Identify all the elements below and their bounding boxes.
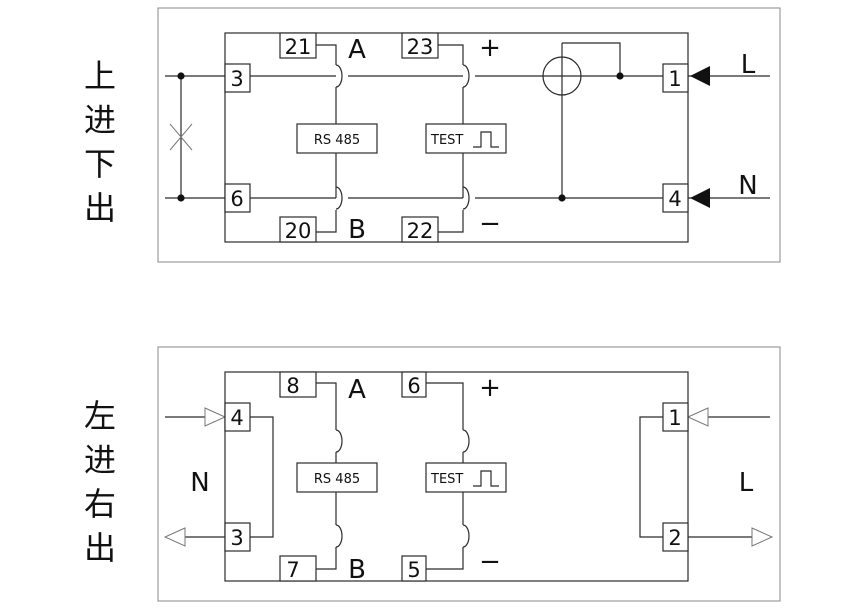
top-rs485-label: RS 485 — [314, 133, 360, 148]
bottom-diagram: 左 进 右 出 RS 485 TEST 4 3 — [84, 346, 781, 602]
top-side-char-1: 上 — [84, 57, 116, 95]
top-plus-sign: + — [479, 33, 501, 63]
top-arrow-in-l-icon — [690, 66, 710, 86]
top-crossover-icon — [335, 64, 343, 88]
bottom-terminal-7-label: 7 — [286, 558, 299, 582]
top-terminal-4 — [662, 183, 689, 213]
top-terminal-23-label: 23 — [407, 35, 434, 59]
bottom-terminal-1-label: 1 — [668, 406, 681, 430]
top-node — [177, 72, 185, 80]
bottom-signal-b: B — [348, 555, 366, 585]
top-node — [177, 194, 185, 202]
bottom-arrow-out-l-icon — [751, 527, 774, 547]
top-terminal-6 — [224, 183, 251, 213]
top-test-box — [425, 123, 507, 154]
top-test-label: TEST — [430, 133, 463, 148]
bottom-terminal-5 — [401, 555, 427, 582]
bottom-test-box — [425, 462, 507, 493]
top-crossover-icon — [462, 186, 470, 210]
top-side-char-3: 下 — [84, 145, 116, 183]
bottom-n-loop — [250, 416, 274, 538]
top-arrow-in-n-icon — [690, 188, 710, 208]
bottom-rs485-label: RS 485 — [314, 472, 360, 487]
top-cross-mark-icon — [169, 123, 193, 151]
top-terminal-21-label: 21 — [285, 35, 312, 59]
bottom-crossover-icon — [335, 524, 343, 548]
top-terminal-20-label: 20 — [285, 219, 312, 243]
top-side-char-4: 出 — [84, 189, 116, 227]
bottom-terminal-6 — [401, 371, 427, 398]
bottom-terminal-3-label: 3 — [230, 526, 243, 550]
bottom-crossover-icon — [335, 429, 343, 453]
bottom-terminal-8 — [279, 371, 317, 398]
top-terminal-3-label: 3 — [230, 67, 243, 91]
top-terminal-20 — [279, 216, 317, 243]
bottom-terminal-7 — [279, 555, 317, 582]
top-line-n-label: N — [738, 171, 757, 201]
bottom-pulse-icon — [473, 470, 499, 487]
top-signal-a: A — [348, 35, 366, 65]
bottom-terminal-5-label: 5 — [407, 558, 420, 582]
top-side-char-2: 进 — [84, 101, 116, 139]
top-signal-b: B — [348, 215, 366, 245]
bottom-line-l-label: L — [739, 468, 754, 498]
top-terminal-3 — [224, 63, 251, 93]
top-terminal-1-label: 1 — [668, 67, 681, 91]
top-node — [558, 194, 566, 202]
top-crossover-icon — [335, 186, 343, 210]
bottom-terminal-4-label: 4 — [230, 406, 243, 430]
top-terminal-22 — [401, 216, 439, 243]
bottom-plus-sign: + — [479, 373, 501, 403]
top-meter-body — [224, 32, 689, 243]
top-terminal-4-label: 4 — [668, 187, 681, 211]
top-node — [616, 72, 624, 80]
bottom-terminal-1 — [662, 402, 689, 432]
bottom-side-char-2: 进 — [84, 441, 116, 479]
bottom-terminal-4 — [224, 402, 251, 432]
top-coil-wire — [561, 42, 621, 198]
top-crossover-icon — [462, 64, 470, 88]
bottom-terminal-2 — [662, 522, 689, 552]
bottom-side-char-1: 左 — [84, 397, 116, 435]
bottom-signal-a: A — [348, 375, 366, 405]
bottom-arrow-out-n-icon — [163, 527, 186, 547]
top-line-l-label: L — [741, 50, 756, 80]
bottom-crossover-icon — [462, 524, 470, 548]
bottom-terminal-3 — [224, 522, 251, 552]
top-rs485-box — [296, 123, 378, 154]
bottom-terminal-8-label: 8 — [286, 374, 299, 398]
top-terminal-23 — [401, 32, 439, 59]
bottom-arrow-in-l-icon — [686, 407, 709, 427]
top-terminal-6-label: 6 — [230, 187, 243, 211]
top-terminal-22-label: 22 — [407, 219, 434, 243]
top-diagram: 上 进 下 出 RS 485 TEST — [84, 7, 781, 263]
top-terminal-1 — [662, 63, 689, 93]
bottom-side-char-3: 右 — [84, 485, 116, 523]
bottom-test-label: TEST — [430, 472, 463, 487]
bottom-line-n-label: N — [190, 468, 209, 498]
bottom-side-char-4: 出 — [84, 529, 116, 567]
bottom-terminal-6-label: 6 — [407, 374, 420, 398]
bottom-crossover-icon — [462, 429, 470, 453]
bottom-arrow-in-n-icon — [204, 407, 227, 427]
top-outer-frame — [157, 7, 781, 263]
top-pulse-icon — [473, 131, 499, 148]
bottom-outer-frame — [157, 346, 781, 602]
bottom-rs485-box — [296, 462, 378, 493]
top-terminal-21 — [279, 32, 317, 59]
bottom-l-loop — [639, 416, 663, 538]
bottom-terminal-2-label: 2 — [668, 526, 681, 550]
bottom-minus-sign: − — [479, 547, 501, 577]
bottom-meter-body — [224, 371, 689, 582]
top-minus-sign: − — [479, 209, 501, 239]
